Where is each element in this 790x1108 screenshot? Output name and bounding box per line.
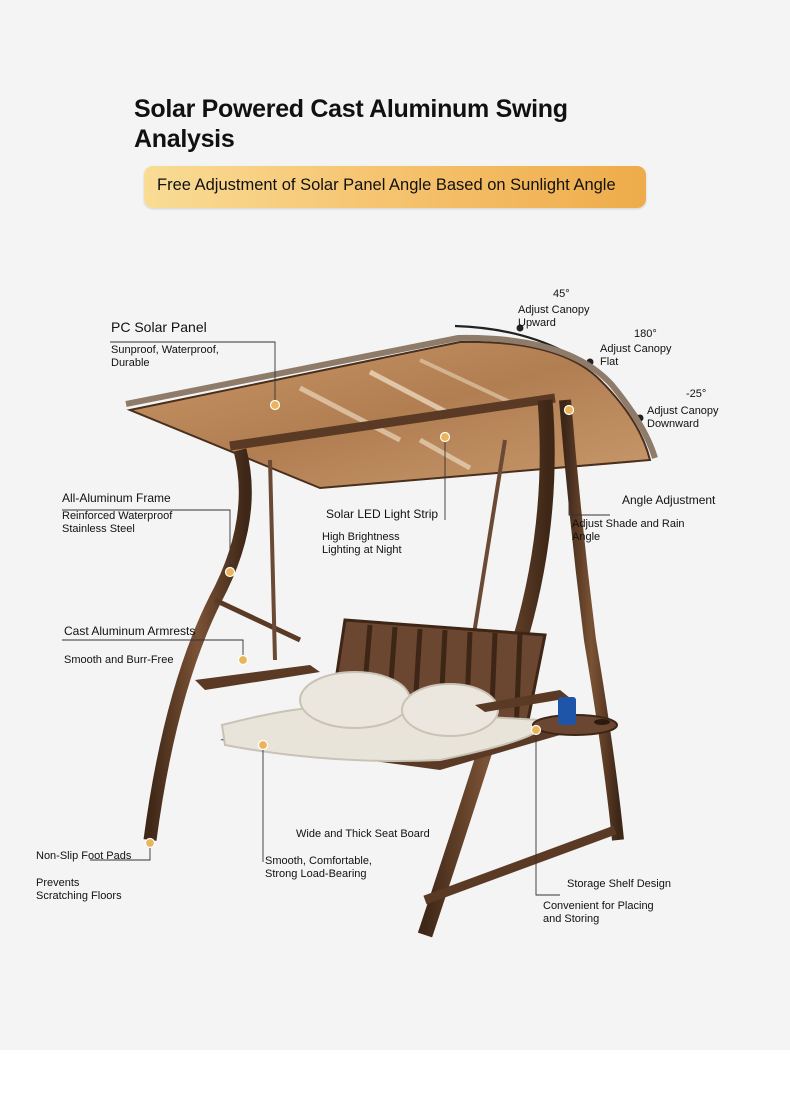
canopy-stripe-1 <box>368 369 452 417</box>
left-armrest <box>195 665 320 690</box>
pads-title: Non-Slip Foot Pads <box>36 850 132 862</box>
shelf-title: Storage Shelf Design <box>567 878 671 890</box>
armrests-title: Cast Aluminum Armrests <box>64 624 196 638</box>
feature-markers <box>144 399 575 849</box>
swing-illustration <box>62 324 658 938</box>
angle-45-desc: Adjust Canopy Upward <box>518 304 590 329</box>
angle-adjust-desc: Adjust Shade and Rain Angle <box>572 518 685 543</box>
canopy-stripe-2 <box>298 385 402 443</box>
left-leg <box>143 448 252 841</box>
feature-banner: Free Adjustment of Solar Panel Angle Bas… <box>144 166 646 208</box>
base-bar <box>423 825 617 905</box>
right-armrest <box>475 690 570 712</box>
top-beam <box>229 393 556 451</box>
page-title: Solar Powered Cast Aluminum Swing Analys… <box>134 95 568 153</box>
led-desc: High Brightness Lighting at Night <box>322 531 402 556</box>
angle-dot-45 <box>516 324 524 332</box>
seat-title: Wide and Thick Seat Board <box>296 828 430 840</box>
cup-holder <box>594 719 610 725</box>
pillow-left <box>299 671 411 729</box>
angle-45-degree: 45° <box>553 288 570 300</box>
led-title: Solar LED Light Strip <box>326 507 439 521</box>
frame-title: All-Aluminum Frame <box>62 491 171 505</box>
drink-can <box>558 697 576 725</box>
pc-panel-title: PC Solar Panel <box>111 319 207 335</box>
angle-180-degree: 180° <box>634 328 657 340</box>
left-chain <box>268 459 277 661</box>
right-rear-leg <box>559 399 624 841</box>
canopy-panel <box>126 340 652 490</box>
canopy-rim <box>125 334 658 459</box>
pillow-right <box>401 683 499 737</box>
angle-minus25-desc: Adjust Canopy Downward <box>647 405 719 430</box>
angle-adjust-title: Angle Adjustment <box>622 493 716 507</box>
banner-text: Free Adjustment of Solar Panel Angle Bas… <box>157 176 616 194</box>
callout-lines <box>62 341 610 896</box>
side-brace <box>213 597 302 643</box>
pc-panel-desc: Sunproof, Waterproof, Durable <box>111 344 219 369</box>
pads-desc: Prevents Scratching Floors <box>36 877 122 902</box>
seat-desc: Smooth, Comfortable, Strong Load-Bearing <box>265 855 372 880</box>
angle-minus25-degree: -25° <box>686 388 707 400</box>
armrests-desc: Smooth and Burr-Free <box>64 654 174 666</box>
shelf-desc: Convenient for Placing and Storing <box>543 900 654 925</box>
canopy-stripe-4 <box>419 358 511 404</box>
angle-180-desc: Adjust Canopy Flat <box>600 343 672 368</box>
frame-desc: Reinforced Waterproof Stainless Steel <box>62 510 173 535</box>
